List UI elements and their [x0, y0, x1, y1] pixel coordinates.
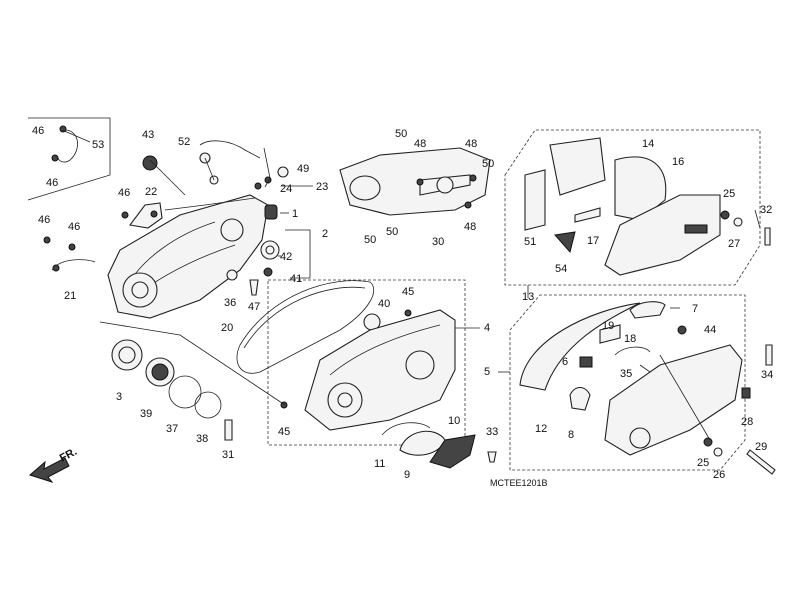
callout-50: 50 — [482, 158, 494, 170]
callout-53: 53 — [92, 139, 104, 151]
clutch-cover — [280, 309, 456, 431]
lower-covers — [381, 422, 497, 469]
callout-43: 43 — [142, 129, 154, 141]
callout-6: 6 — [562, 356, 568, 368]
callouts: 46 53 46 43 52 49 24 23 46 22 1 2 46 46 … — [32, 125, 773, 488]
callout-25: 25 — [723, 188, 735, 200]
callout-2: 2 — [322, 228, 328, 240]
callout-9: 9 — [404, 469, 410, 481]
callout-33: 33 — [486, 426, 498, 438]
callout-46: 46 — [118, 187, 130, 199]
callout-21: 21 — [64, 290, 76, 302]
callout-35: 35 — [620, 368, 632, 380]
callout-54: 54 — [555, 263, 567, 275]
callout-51: 51 — [524, 236, 536, 248]
callout-46: 46 — [46, 177, 58, 189]
callout-26: 26 — [713, 469, 725, 481]
callout-7: 7 — [692, 303, 698, 315]
rear-cover-parts — [519, 301, 776, 475]
callout-29: 29 — [755, 441, 767, 453]
callout-48: 48 — [464, 221, 476, 233]
callout-36: 36 — [224, 297, 236, 309]
front-label: FR. — [58, 446, 79, 465]
callout-45: 45 — [402, 286, 414, 298]
callout-27: 27 — [728, 238, 740, 250]
callout-45: 45 — [278, 426, 290, 438]
callout-46: 46 — [32, 125, 44, 137]
callout-50: 50 — [386, 226, 398, 238]
callout-48: 48 — [414, 138, 426, 150]
callout-47: 47 — [248, 301, 260, 313]
callout-38: 38 — [196, 433, 208, 445]
callout-12: 12 — [535, 423, 547, 435]
left-small-parts — [43, 125, 289, 296]
callout-44: 44 — [704, 324, 716, 336]
callout-48: 48 — [465, 138, 477, 150]
callout-31: 31 — [222, 449, 234, 461]
callout-49: 49 — [297, 163, 309, 175]
callout-25: 25 — [697, 457, 709, 469]
callout-46: 46 — [38, 214, 50, 226]
callout-20: 20 — [221, 322, 233, 334]
callout-11: 11 — [374, 458, 385, 470]
front-direction-arrow: FR. — [28, 446, 79, 483]
air-cleaner-parts — [524, 137, 771, 276]
callout-1: 1 — [292, 208, 298, 220]
callout-5: 5 — [484, 366, 490, 378]
callout-8: 8 — [568, 429, 574, 441]
callout-19: 19 — [602, 320, 614, 332]
bearings-and-rings — [111, 339, 233, 441]
callout-16: 16 — [672, 156, 684, 168]
outer-cover-30 — [339, 147, 491, 216]
callout-34: 34 — [761, 369, 773, 381]
leader-lines — [61, 129, 761, 441]
callout-22: 22 — [145, 186, 157, 198]
callout-50: 50 — [364, 234, 376, 246]
callout-17: 17 — [587, 235, 599, 247]
callout-30: 30 — [432, 236, 444, 248]
callout-32: 32 — [760, 204, 772, 216]
callout-37: 37 — [166, 423, 178, 435]
callout-42: 42 — [280, 251, 292, 263]
callout-4: 4 — [484, 322, 490, 334]
left-crankcase-cover — [107, 194, 269, 319]
callout-3: 3 — [116, 391, 122, 403]
callout-41: 41 — [290, 273, 302, 285]
diagram-code: MCTEE1201B — [490, 478, 548, 488]
callout-50: 50 — [395, 128, 407, 140]
callout-28: 28 — [741, 416, 753, 428]
callout-40: 40 — [378, 298, 390, 310]
callout-18: 18 — [624, 333, 636, 345]
callout-46: 46 — [68, 221, 80, 233]
callout-10: 10 — [448, 415, 460, 427]
callout-13: 13 — [522, 291, 534, 303]
callout-24: 24 — [280, 183, 292, 195]
callout-14: 14 — [642, 138, 654, 150]
callout-23: 23 — [316, 181, 328, 193]
callout-39: 39 — [140, 408, 152, 420]
drive-belt — [236, 280, 375, 374]
callout-52: 52 — [178, 136, 190, 148]
